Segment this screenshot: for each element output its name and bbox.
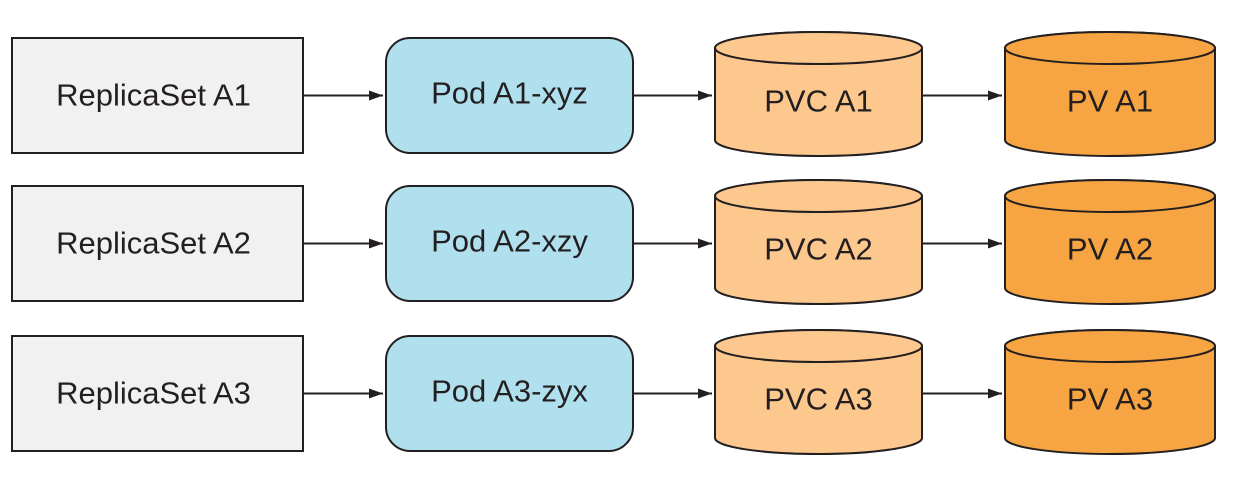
replicaset-box (11, 335, 304, 452)
pvc-label: PVC A1 (764, 84, 873, 119)
pvc-cylinder-lid (714, 179, 923, 213)
pv-cylinder-lid (1004, 31, 1216, 65)
replicaset-label: ReplicaSet A2 (56, 226, 251, 261)
pv-label: PV A1 (1067, 84, 1153, 119)
diagram-row: ReplicaSet A1 Pod A1-xyz PVC A1 PV A1 (11, 31, 1216, 157)
pod-label: Pod A3-zyx (431, 374, 588, 409)
pvc-label: PVC A3 (764, 382, 873, 417)
replicaset-label: ReplicaSet A1 (56, 78, 251, 113)
diagram-row: ReplicaSet A2 Pod A2-xzy PVC A2 PV A2 (11, 179, 1216, 305)
pv-label: PV A3 (1067, 382, 1153, 417)
replicaset-box (11, 185, 304, 302)
pv-cylinder-lid (1004, 329, 1216, 363)
replicaset-box (11, 37, 304, 154)
pvc-cylinder-lid (714, 329, 923, 363)
pv-label: PV A2 (1067, 232, 1153, 267)
diagram-row: ReplicaSet A3 Pod A3-zyx PVC A3 PV A3 (11, 329, 1216, 455)
pod-label: Pod A2-xzy (431, 224, 588, 259)
pv-cylinder-lid (1004, 179, 1216, 213)
replicaset-label: ReplicaSet A3 (56, 376, 251, 411)
pod-label: Pod A1-xyz (431, 76, 588, 111)
pvc-label: PVC A2 (764, 232, 873, 267)
pvc-cylinder-lid (714, 31, 923, 65)
